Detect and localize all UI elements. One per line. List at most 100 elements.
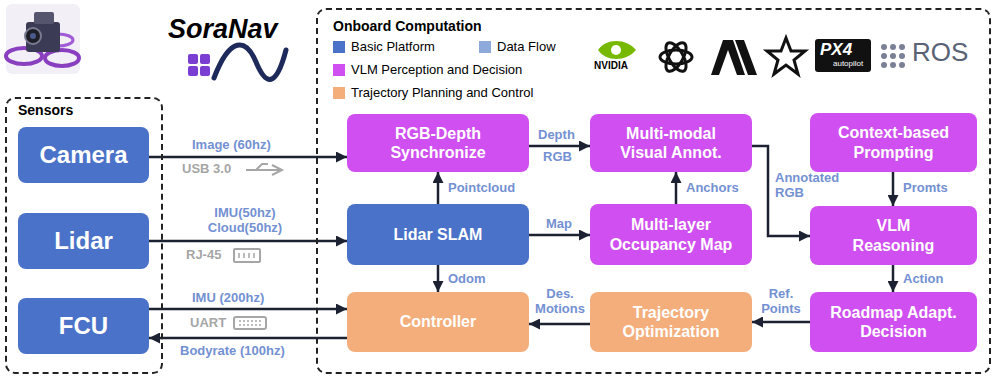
- legend-entry: Data Flow: [479, 39, 556, 54]
- logo-wave: [214, 45, 286, 79]
- ros-dot: [899, 62, 905, 68]
- flow-arrow: [529, 323, 590, 326]
- edge-label: Action: [903, 271, 943, 286]
- openai-ring: [662, 40, 690, 75]
- box-label: Multi-modal Visual Annot.: [606, 124, 736, 162]
- flow-arrow: [892, 265, 895, 292]
- edge-label: Promts: [903, 180, 948, 195]
- logo-square: [200, 66, 210, 76]
- edge-label: IMU (200hz): [192, 290, 264, 305]
- legend-entry: VLM Perception and Decision: [333, 62, 522, 77]
- ros-dot: [881, 62, 887, 68]
- process-box: VLM Reasoning: [810, 206, 977, 265]
- ros-dot: [881, 53, 887, 59]
- logo-square: [188, 54, 198, 64]
- soranav-logo: [188, 45, 286, 79]
- sensor-group: SensorsCameraLidarFCU: [5, 97, 163, 374]
- legend-text: Basic Platform: [351, 39, 435, 54]
- logo-text: NVIDIA: [594, 60, 628, 72]
- logo-text: ROS: [912, 38, 968, 68]
- sensor-box: Camera: [18, 127, 149, 183]
- edge-label: Annotated RGB: [775, 170, 850, 200]
- usb-icon: [246, 164, 282, 175]
- drone-background: [6, 4, 80, 74]
- sensor-box: Lidar: [18, 213, 149, 269]
- edge-label: Map: [546, 216, 572, 231]
- ros-logo: [881, 44, 905, 68]
- flow-arrow: [892, 172, 895, 206]
- edge-label: Image (60hz): [192, 137, 271, 152]
- legend-text: Trajectory Planning and Control: [351, 85, 533, 100]
- diagram-title: SoraNav: [168, 14, 278, 45]
- openai-ring: [662, 40, 690, 75]
- signal-label: RGB: [543, 150, 572, 165]
- process-box: Lidar SLAM: [347, 204, 529, 265]
- drone-body: [26, 22, 60, 52]
- flow-arrow: [529, 145, 590, 148]
- logo-square: [188, 66, 198, 76]
- openai-logo: [660, 40, 692, 75]
- nvidia-logo: [611, 45, 621, 55]
- px4-logo: [815, 39, 871, 72]
- legend-swatch: [479, 41, 491, 53]
- rj45-pins: [239, 253, 254, 258]
- nvidia-logo: [598, 41, 636, 59]
- flow-arrow: [437, 172, 440, 204]
- box-label: Camera: [39, 141, 127, 170]
- logo-text: PX4: [820, 40, 852, 60]
- process-box: Roadmap Adapt. Decision: [810, 292, 977, 352]
- openai-ring: [660, 50, 692, 64]
- edge-label: Ref. Points: [753, 286, 809, 316]
- legend-entry: Basic Platform: [333, 39, 435, 54]
- ros-dot: [899, 53, 905, 59]
- camera-lens: [25, 28, 41, 44]
- vendor-logos: [598, 38, 905, 75]
- interface-label: UART: [190, 316, 226, 331]
- logo-text: autopilot: [833, 59, 863, 68]
- ros-dot: [899, 44, 905, 50]
- edge-label: IMU(50hz) Cloud(50hz): [200, 205, 290, 235]
- edge-label: Odom: [448, 271, 486, 286]
- box-label: VLM Reasoning: [844, 216, 944, 254]
- ros-dot: [890, 62, 896, 68]
- legend-entry: Trajectory Planning and Control: [333, 85, 533, 100]
- ros-dot: [890, 44, 896, 50]
- process-box: Multi-modal Visual Annot.: [590, 114, 752, 172]
- edge-label: Bodyrate (100hz): [180, 343, 285, 358]
- flow-arrow: [752, 321, 810, 324]
- process-box: Controller: [347, 292, 529, 352]
- flow-arrow: [529, 234, 590, 237]
- edge-label: Anchors: [686, 180, 739, 195]
- process-box: Multi-layer Occupancy Map: [590, 204, 752, 265]
- edge-label: Pointcloud: [448, 180, 515, 195]
- box-label: FCU: [59, 312, 108, 341]
- box-label: Roadmap Adapt. Decision: [824, 303, 964, 341]
- interface-label: RJ-45: [186, 248, 221, 263]
- box-label: RGB-Depth Synchronize: [368, 124, 508, 162]
- group-heading: Onboard Computation: [333, 18, 482, 34]
- legend-text: VLM Perception and Decision: [351, 62, 522, 77]
- rotor-guard: [45, 50, 79, 66]
- box-label: Controller: [400, 312, 476, 331]
- box-label: Lidar: [54, 227, 113, 256]
- process-box: Context-based Prompting: [810, 113, 977, 172]
- box-label: Multi-layer Occupancy Map: [606, 215, 736, 253]
- box-label: Lidar SLAM: [394, 225, 483, 244]
- star-logo: [767, 38, 805, 74]
- group-heading: Sensors: [18, 102, 73, 118]
- flow-arrow: [437, 265, 440, 292]
- flow-arrow: [675, 172, 678, 204]
- box-label: Context-based Prompting: [824, 123, 964, 161]
- camera-lens: [30, 33, 36, 39]
- process-box: RGB-Depth Synchronize: [347, 114, 529, 172]
- legend-text: Data Flow: [497, 39, 556, 54]
- drone-illustration: [6, 4, 80, 74]
- legend-swatch: [333, 87, 345, 99]
- ros-dot: [890, 53, 896, 59]
- legend-swatch: [333, 64, 345, 76]
- uart-icon: [234, 317, 266, 329]
- interface-label: USB 3.0: [182, 162, 231, 177]
- rj45-icon: [234, 249, 260, 262]
- edge-label: Depth: [538, 127, 575, 142]
